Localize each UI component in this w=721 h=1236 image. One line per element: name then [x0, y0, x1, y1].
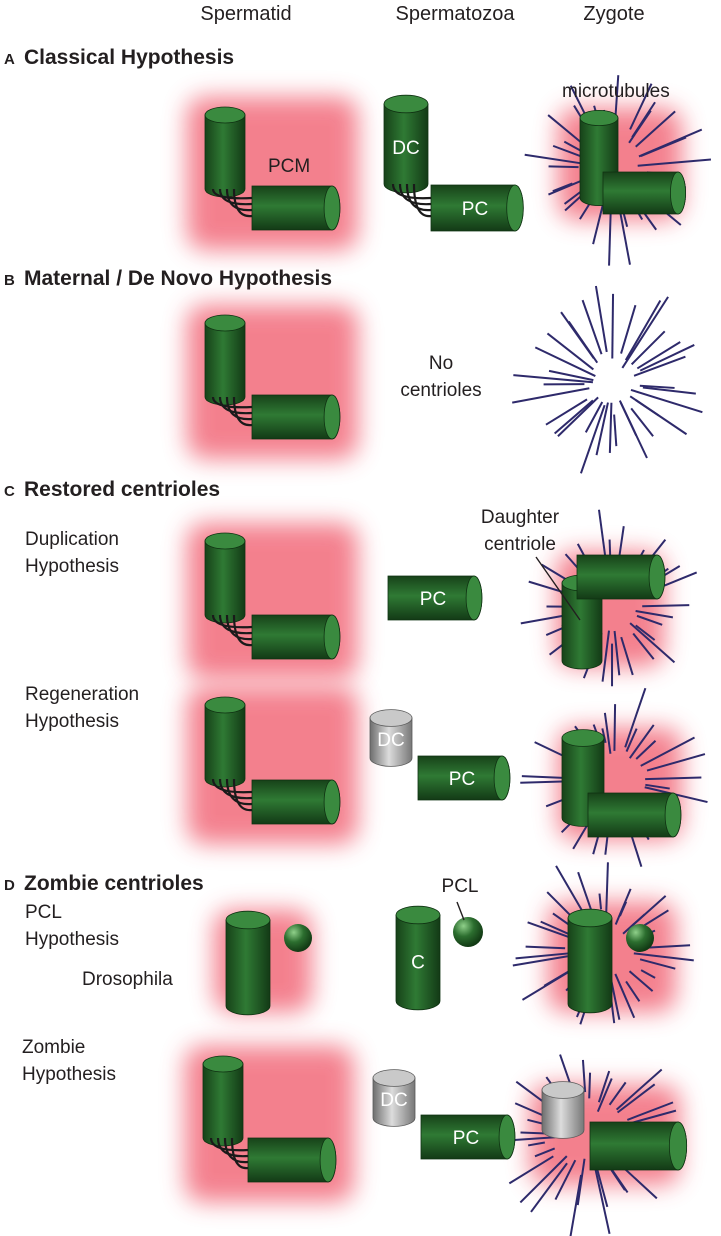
- row-a-sperm-arcs: [391, 183, 432, 218]
- row-c1-spermatid-daughter-centriole: [251, 614, 341, 660]
- row-d1-sperm-c-label: C: [411, 952, 425, 973]
- row-a-zygote-daughter: [602, 171, 686, 215]
- pcl-hypothesis-label-line1: PCL: [25, 902, 62, 923]
- centriole-layer: DC PC PC DC PC C DC PC: [202, 94, 688, 1183]
- row-d1-sperm-pcl: [453, 917, 483, 947]
- pcm-label: PCM: [268, 156, 310, 177]
- duplication-label-line2: Hypothesis: [25, 556, 119, 577]
- row-a-sperm-pc: PC: [430, 184, 524, 232]
- row-a-sperm-dc: DC: [383, 94, 429, 194]
- row-c2-sperm-dc-label: DC: [377, 730, 404, 751]
- section-b-letter: B: [4, 272, 15, 289]
- no-centrioles-line2: centrioles: [400, 380, 481, 401]
- row-c1-spermatid-linker-arcs: [211, 614, 253, 647]
- regeneration-label-line2: Hypothesis: [25, 711, 119, 732]
- row-d2-zygote-dc: [541, 1081, 585, 1139]
- zombie-label-line1: Zombie: [22, 1037, 85, 1058]
- row-c1-sperm-pc: PC: [387, 575, 483, 621]
- row-a-spermatid-daughter-centriole: [251, 185, 341, 231]
- row-d1-sperm-c: C: [395, 905, 441, 1011]
- pcl-pointer: [456, 901, 465, 921]
- duplication-label-line1: Duplication: [25, 529, 119, 550]
- section-c-title: Restored centrioles: [24, 478, 220, 501]
- row-d2-sperm-dc-label: DC: [380, 1090, 407, 1111]
- row-d2-sperm-pc: PC: [420, 1114, 516, 1160]
- daughter-centriole-line2: centriole: [484, 534, 556, 555]
- daughter-centriole-pointer: [535, 556, 581, 621]
- pcl-label: PCL: [442, 876, 479, 897]
- section-d-title: Zombie centrioles: [24, 872, 204, 895]
- row-b-spermatid-linker-arcs: [211, 396, 253, 427]
- row-d1-zygote-pcl: [626, 924, 654, 952]
- row-d1-zygote-centriole: [567, 908, 613, 1014]
- row-d2-spermatid-mother-centriole: [202, 1055, 244, 1147]
- microtubules-label: microtubules: [562, 81, 670, 102]
- row-c2-spermatid-daughter-centriole: [251, 779, 341, 825]
- pcl-hypothesis-label-line2: Hypothesis: [25, 929, 119, 950]
- row-b-zygote-aster: [512, 285, 703, 474]
- row-d2-sperm-dc: DC: [372, 1069, 416, 1127]
- row-c2-spermatid-mother-centriole: [204, 696, 246, 788]
- no-centrioles-line1: No: [429, 353, 453, 374]
- daughter-centriole-line1: Daughter: [481, 507, 560, 528]
- row-c2-sperm-dc: DC: [369, 709, 413, 767]
- zombie-label-line2: Hypothesis: [22, 1064, 116, 1085]
- drosophila-label: Drosophila: [82, 969, 173, 990]
- column-header-spermatid: Spermatid: [200, 3, 291, 25]
- row-d1-spermatid-pcl: [284, 924, 312, 952]
- row-a-sperm-dc-label: DC: [392, 138, 419, 159]
- regeneration-label-line1: Regeneration: [25, 684, 139, 705]
- row-b-spermatid-mother-centriole: [204, 314, 246, 406]
- section-a-title: Classical Hypothesis: [24, 46, 234, 69]
- section-d-letter: D: [4, 877, 15, 894]
- row-d2-spermatid-daughter-centriole: [247, 1137, 337, 1183]
- row-d2-spermatid-linker-arcs: [209, 1137, 249, 1170]
- row-c1-sperm-pc-label: PC: [420, 589, 446, 610]
- row-d2-zygote-pc: [589, 1121, 688, 1171]
- row-c1-zygote-pc: [576, 554, 666, 600]
- row-c2-sperm-pc-label: PC: [449, 769, 475, 790]
- column-header-spermatozoa: Spermatozoa: [396, 3, 516, 25]
- section-c-letter: C: [4, 483, 15, 500]
- row-b-spermatid-daughter-centriole: [251, 394, 341, 440]
- column-header-zygote: Zygote: [583, 3, 644, 25]
- row-a-spermatid-mother-centriole: [204, 106, 246, 198]
- row-d2-sperm-pc-label: PC: [453, 1128, 479, 1149]
- row-a-sperm-pc-label: PC: [462, 199, 488, 220]
- row-c1-spermatid-mother-centriole: [204, 532, 246, 624]
- row-d1-spermatid-centriole: [225, 910, 271, 1016]
- row-c2-spermatid-linker-arcs: [211, 778, 253, 812]
- section-a-letter: A: [4, 51, 15, 68]
- section-b-title: Maternal / De Novo Hypothesis: [24, 267, 332, 290]
- row-c2-zygote-pc: [587, 792, 682, 838]
- row-a-spermatid-linker-arcs: [211, 188, 253, 218]
- row-c2-sperm-pc: PC: [417, 755, 511, 801]
